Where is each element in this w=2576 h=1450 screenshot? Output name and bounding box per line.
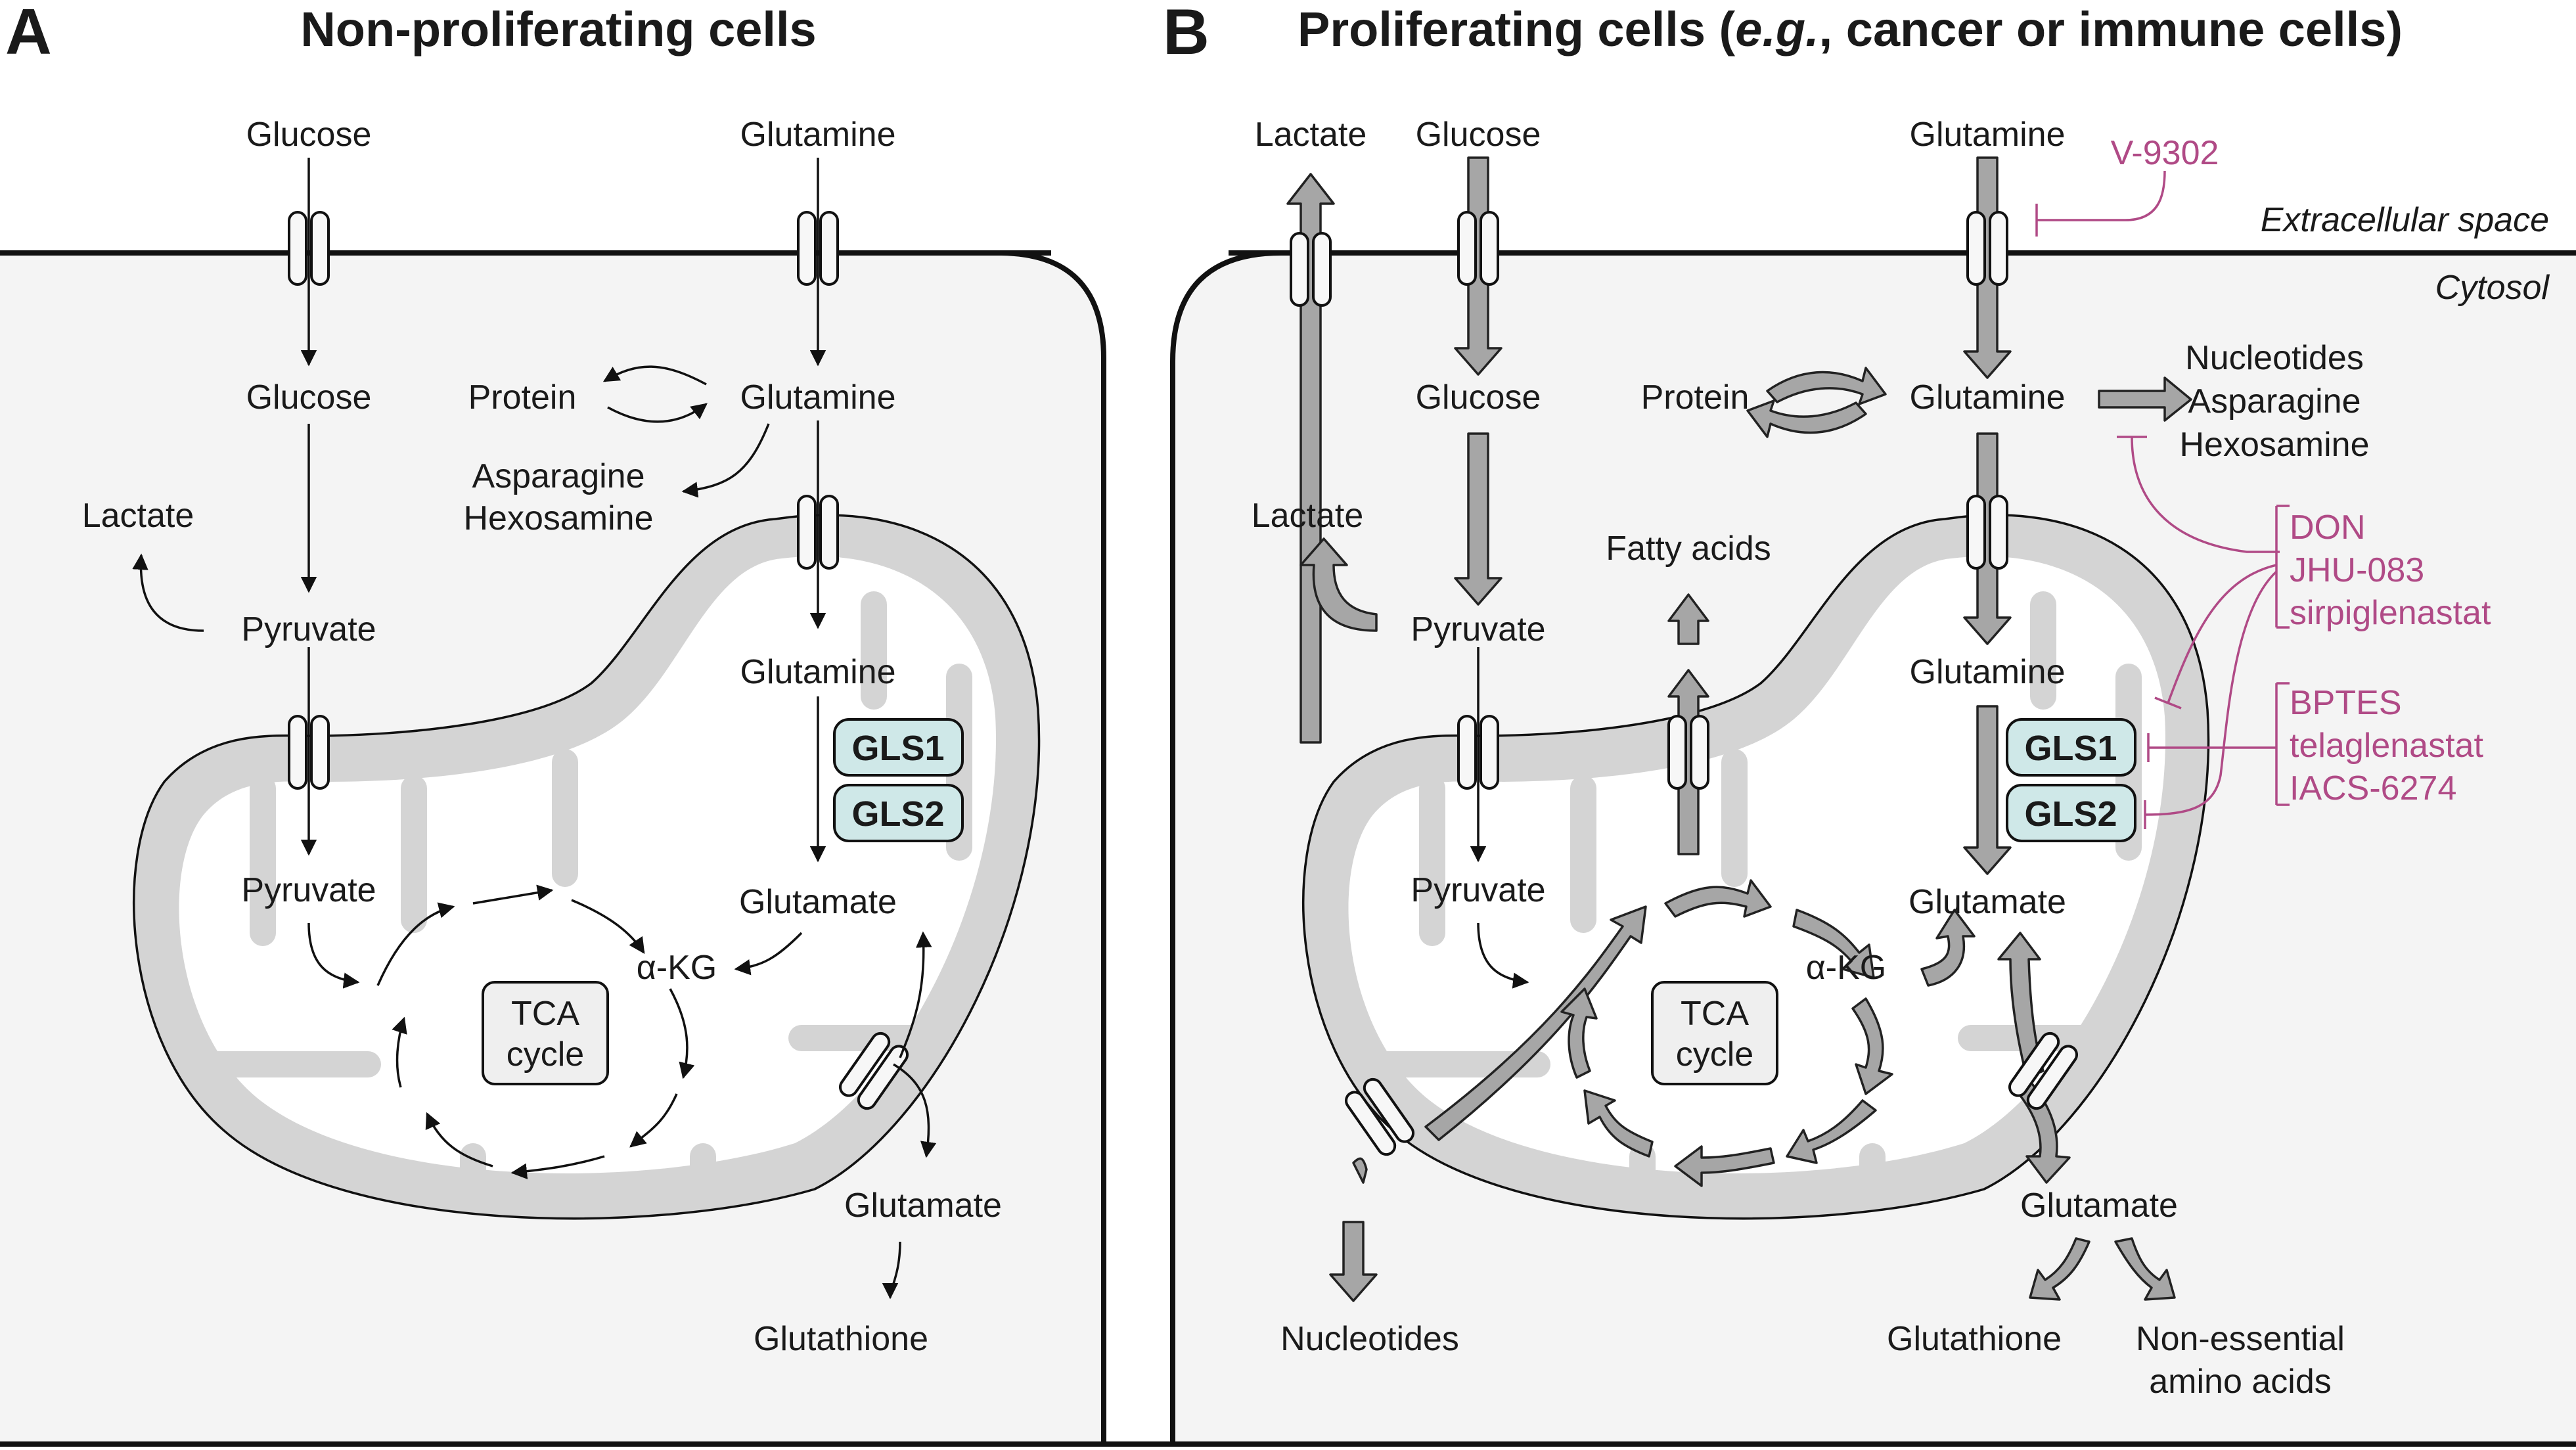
label-glutathione-b: Glutathione — [1887, 1320, 2062, 1358]
label-glutamate-mito-a: Glutamate — [739, 883, 897, 921]
label-pyruvate-mito-a: Pyruvate — [241, 871, 376, 909]
gls2-badge-a — [833, 784, 964, 842]
label-pyruvate-mito-b: Pyruvate — [1411, 871, 1545, 909]
label-pyruvate-b: Pyruvate — [1411, 610, 1545, 648]
label-glucose-out-a: Glucose — [246, 116, 372, 154]
gls1-label-b: GLS1 — [2024, 729, 2117, 768]
label-pyruvate-a: Pyruvate — [241, 610, 376, 648]
tca-cycle-box-a — [482, 981, 609, 1085]
gls2-label-a: GLS2 — [851, 794, 944, 834]
inhibitor-v9302: V-9302 — [2111, 134, 2219, 172]
label-asparagine-a: Asparagine — [472, 457, 644, 495]
label-glutamine-out-a: Glutamine — [740, 116, 896, 154]
label-akg-a: α-KG — [637, 949, 717, 987]
label-products-nucleotides-b: Nucleotides — [2185, 339, 2364, 377]
inhibitor-jhu-083: JHU-083 — [2290, 551, 2424, 589]
label-glutamate-mito-b: Glutamate — [1909, 883, 2066, 921]
inhibitor-sirpiglenastat: sirpiglenastat — [2290, 594, 2491, 632]
label-glutamate-out-a: Glutamate — [844, 1187, 1002, 1225]
label-glutamine-in-b: Glutamine — [1910, 378, 2066, 417]
cristae-a — [197, 591, 972, 1196]
label-glutamine-mito-a: Glutamine — [740, 653, 896, 691]
arrows-a — [132, 158, 937, 1300]
label-akg-b: α-KG — [1806, 949, 1887, 987]
label-cytosol: Cytosol — [2435, 269, 2550, 307]
label-hexosamine-a: Hexosamine — [463, 499, 653, 537]
panel-title-b-prefix: Proliferating cells ( — [1298, 2, 1736, 57]
label-glucose-in-b: Glucose — [1416, 378, 1541, 417]
gls2-label-b: GLS2 — [2024, 794, 2117, 834]
inhibitor-lines-b — [2035, 170, 2290, 829]
label-nucleotides-b: Nucleotides — [1280, 1320, 1459, 1358]
label-neaa-2-b: amino acids — [2149, 1363, 2331, 1401]
thin-arrows-b — [1470, 647, 1529, 989]
gls1-badge-a — [833, 718, 964, 777]
mitochondrion-a-matrix — [179, 556, 996, 1173]
label-glucose-in-a: Glucose — [246, 378, 372, 417]
label-glucose-out-b: Glucose — [1416, 116, 1541, 154]
label-products-asparagine-b: Asparagine — [2188, 382, 2361, 420]
tca-label-1-b: TCA — [1681, 995, 1749, 1033]
label-glutathione-a: Glutathione — [754, 1320, 928, 1358]
gls1-label-a: GLS1 — [851, 729, 944, 768]
inhibitor-bptes: BPTES — [2290, 684, 2402, 722]
label-protein-a: Protein — [468, 378, 577, 417]
tca-label-1-a: TCA — [511, 995, 579, 1033]
panel-a: A Non-proliferating cells Glucose Glutam… — [0, 0, 1106, 1447]
label-fatty-acids-b: Fatty acids — [1606, 530, 1771, 568]
label-lactate-out-b: Lactate — [1255, 116, 1367, 154]
label-glutamine-mito-b: Glutamine — [1910, 653, 2066, 691]
label-glutamate-out-b: Glutamate — [2020, 1187, 2178, 1225]
tca-label-2-a: cycle — [507, 1035, 584, 1074]
label-extracellular-space: Extracellular space — [2261, 201, 2549, 239]
label-products-hexosamine-b: Hexosamine — [2179, 426, 2369, 464]
panel-title-b: Proliferating cells (e.g., cancer or imm… — [1298, 2, 2403, 57]
label-lactate-in-b: Lactate — [1252, 497, 1364, 535]
gls2-badge-b — [2006, 784, 2136, 842]
label-protein-b: Protein — [1641, 378, 1750, 417]
inhibitor-don: DON — [2290, 509, 2366, 547]
label-lactate-a: Lactate — [82, 497, 194, 535]
label-glutamine-in-a: Glutamine — [740, 378, 896, 417]
gls1-badge-b — [2006, 718, 2136, 777]
inhibitor-telaglenastat: telaglenastat — [2290, 727, 2483, 765]
panel-letter-a: A — [5, 0, 52, 68]
panel-letter-b: B — [1163, 0, 1209, 68]
panel-title-b-italic: e.g. — [1735, 2, 1819, 57]
panel-title-b-suffix: , cancer or immune cells) — [1819, 2, 2403, 57]
inhibitor-iacs-6274: IACS-6274 — [2290, 769, 2456, 807]
thick-arrows-b — [1286, 156, 2192, 1302]
tca-label-2-b: cycle — [1676, 1035, 1753, 1074]
tca-cycle-box-b — [1651, 981, 1778, 1085]
label-glutamine-out-b: Glutamine — [1910, 116, 2066, 154]
label-neaa-1-b: Non-essential — [2136, 1320, 2345, 1358]
panel-title-a: Non-proliferating cells — [300, 2, 816, 57]
